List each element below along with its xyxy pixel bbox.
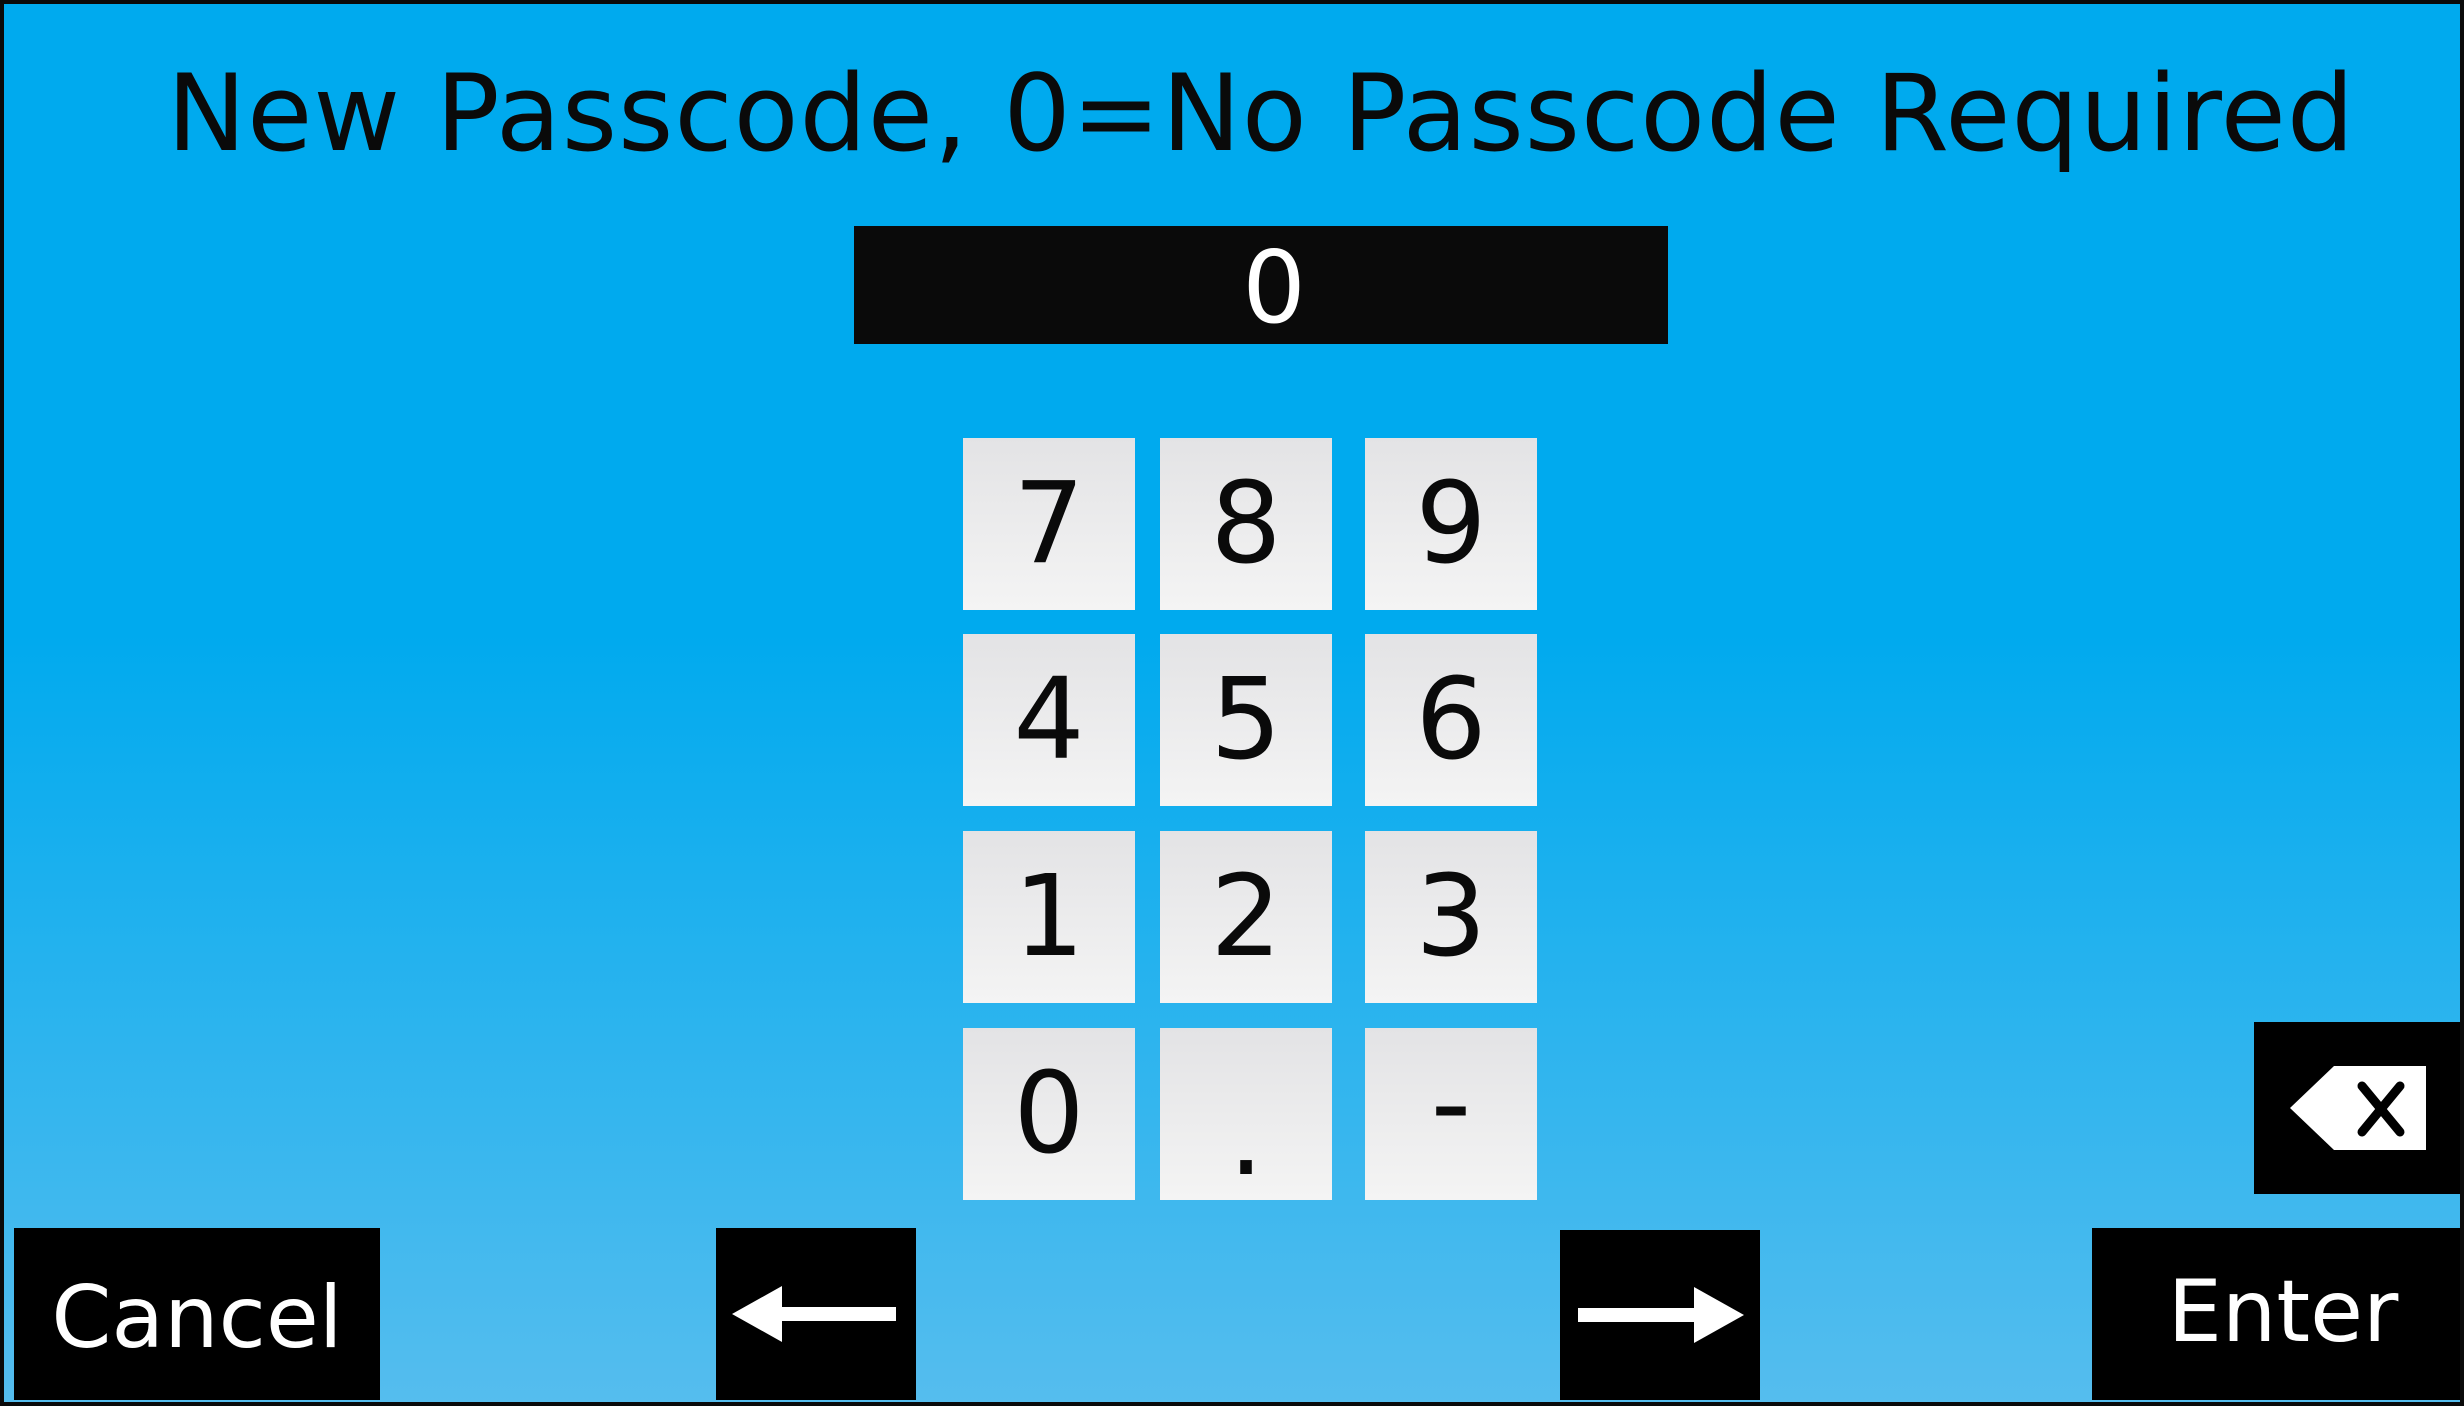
right-arrow-icon bbox=[1578, 1287, 1744, 1343]
key-minus[interactable]: - bbox=[1365, 1028, 1537, 1200]
key-0[interactable]: 0 bbox=[963, 1028, 1135, 1200]
key-5[interactable]: 5 bbox=[1160, 634, 1332, 806]
passcode-display: 0 bbox=[854, 226, 1668, 346]
backspace-icon bbox=[2290, 1066, 2426, 1150]
cancel-button[interactable]: Cancel bbox=[14, 1228, 380, 1400]
key-2[interactable]: 2 bbox=[1160, 831, 1332, 1003]
cancel-label: Cancel bbox=[51, 1268, 343, 1368]
left-arrow-icon bbox=[732, 1286, 896, 1342]
key-3[interactable]: 3 bbox=[1365, 831, 1537, 1003]
key-7[interactable]: 7 bbox=[963, 438, 1135, 610]
key-1[interactable]: 1 bbox=[963, 831, 1135, 1003]
cursor-right-button[interactable] bbox=[1560, 1230, 1760, 1400]
key-8[interactable]: 8 bbox=[1160, 438, 1332, 610]
backspace-button[interactable] bbox=[2254, 1022, 2460, 1194]
page-title: New Passcode, 0=No Passcode Required bbox=[166, 52, 2356, 175]
key-4[interactable]: 4 bbox=[963, 634, 1135, 806]
key-9[interactable]: 9 bbox=[1365, 438, 1537, 610]
cursor-left-button[interactable] bbox=[716, 1228, 916, 1400]
key-decimal[interactable]: . bbox=[1160, 1028, 1332, 1201]
enter-label: Enter bbox=[2167, 1262, 2399, 1362]
key-6[interactable]: 6 bbox=[1365, 634, 1537, 806]
enter-button[interactable]: Enter bbox=[2092, 1228, 2460, 1400]
